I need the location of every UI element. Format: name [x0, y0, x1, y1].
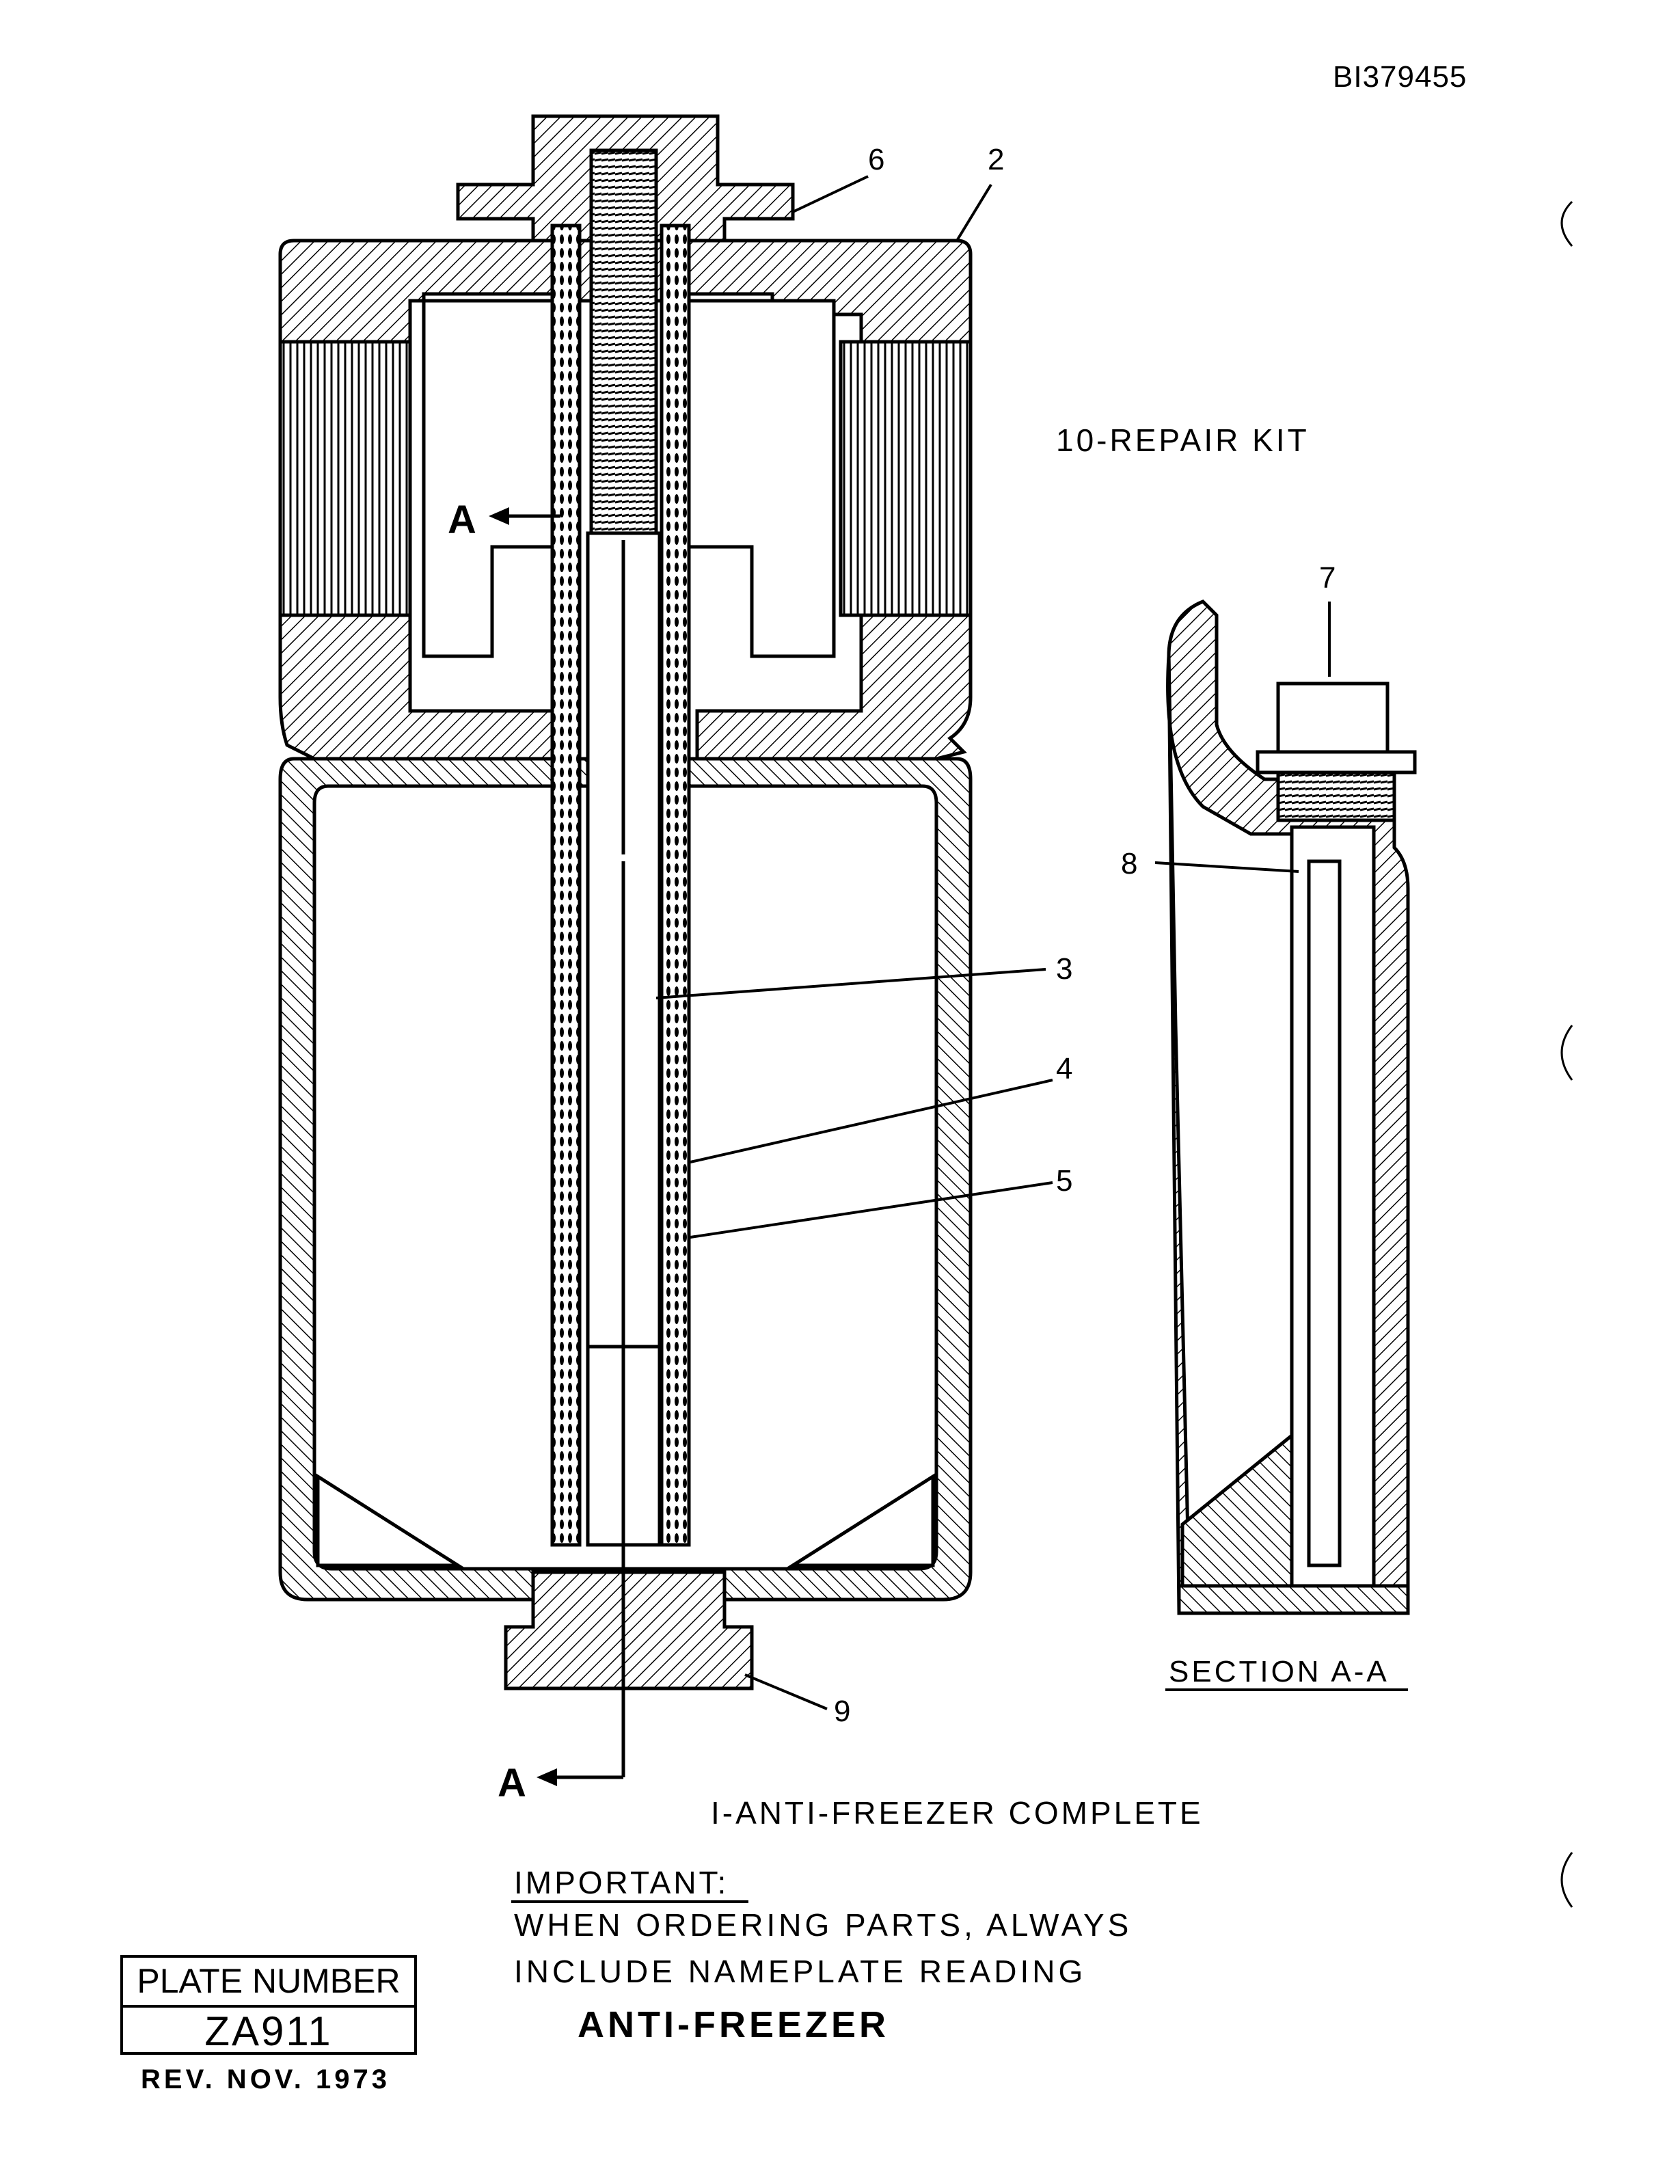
- section-base: [1177, 1584, 1410, 1615]
- section-inner-rod: [1307, 859, 1342, 1567]
- section-plug-flange: [1256, 750, 1417, 774]
- section-label: SECTION A-A: [1169, 1655, 1390, 1688]
- callout-9: 9: [834, 1695, 850, 1728]
- callout-8: 8: [1121, 847, 1137, 880]
- leader-4: [690, 1079, 1053, 1163]
- callout-3: 3: [1056, 952, 1072, 986]
- main-body: [278, 114, 973, 1690]
- bottom-plug: [504, 1570, 754, 1690]
- section-marker-top: A: [448, 498, 476, 542]
- punch-marks: [1560, 200, 1573, 1908]
- plate-number-value: ZA911: [204, 2008, 333, 2054]
- center-tube-left-wall: [550, 224, 582, 1547]
- important-line-2: INCLUDE NAMEPLATE READING: [514, 1954, 1086, 1989]
- leader-lines: [655, 175, 1331, 1710]
- section-plug-thread: [1276, 770, 1396, 822]
- callout-6: 6: [868, 143, 884, 176]
- document-id: BI379455: [1333, 60, 1467, 94]
- callout-2: 2: [988, 143, 1004, 176]
- repair-kit-label: 10-REPAIR KIT: [1056, 422, 1310, 458]
- bottom-brace-right: [787, 1473, 935, 1567]
- section-a-a-view: [1166, 599, 1417, 1615]
- center-tube-right-wall: [660, 224, 691, 1547]
- leader-2: [956, 183, 992, 242]
- assembly-title: I-ANTI-FREEZER COMPLETE: [711, 1795, 1204, 1831]
- revision-date: REV. NOV. 1973: [141, 2064, 391, 2094]
- leader-3: [655, 968, 1046, 999]
- callout-4: 4: [1056, 1052, 1072, 1086]
- leader-5: [690, 1181, 1053, 1239]
- plate-number-box: PLATE NUMBER ZA911: [120, 1955, 417, 2055]
- threaded-rod: [589, 148, 658, 535]
- important-heading: IMPORTANT:: [514, 1865, 729, 1900]
- leader-6: [792, 175, 869, 213]
- plate-number-label: PLATE NUMBER: [123, 1958, 414, 2008]
- bottom-brace-left: [316, 1473, 464, 1567]
- section-plug-top: [1276, 682, 1390, 754]
- leader-9: [744, 1673, 828, 1710]
- section-arrow-top: [489, 507, 509, 525]
- leader-8: [1154, 861, 1299, 873]
- housing-band-left: [278, 340, 412, 617]
- important-line-1: WHEN ORDERING PARTS, ALWAYS: [514, 1907, 1132, 1943]
- callout-7: 7: [1319, 561, 1336, 595]
- section-arrow-bottom: [537, 1768, 557, 1786]
- housing-band-right: [839, 340, 973, 617]
- callout-5: 5: [1056, 1164, 1072, 1198]
- section-marker-bottom: A: [498, 1761, 526, 1805]
- product-name: ANTI-FREEZER: [578, 2004, 889, 2045]
